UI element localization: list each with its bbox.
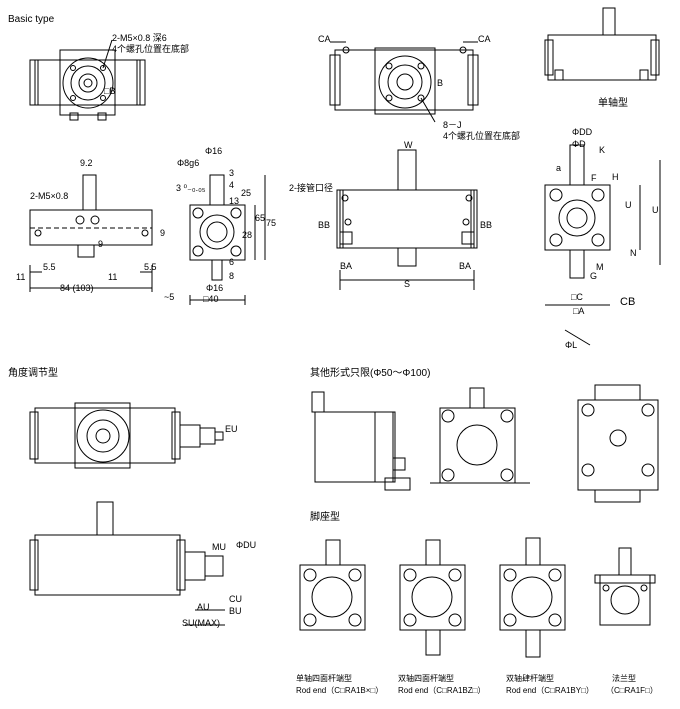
label-phi-du: ΦDU	[236, 540, 257, 550]
label-screw-note-2: 4个螺孔位置在底部	[112, 44, 190, 54]
foot-caption-1-line1: 单轴四面杆端型	[296, 674, 352, 683]
foot-caption-1-line2: Rod end（C□RA1B×□）	[296, 686, 384, 695]
label-dim-75: 75	[266, 218, 277, 228]
label-dim-9: 9	[98, 239, 104, 249]
foot-caption-2-line1: 双轴四面杆端型	[398, 674, 454, 683]
foot-view-4	[594, 547, 656, 626]
header-angle-adjust: 角度调节型	[8, 368, 58, 379]
main-top-view	[329, 41, 479, 123]
foot-view-3	[499, 537, 566, 658]
other-front-view	[430, 387, 530, 484]
basic-top-view	[29, 39, 146, 121]
label-dim-phi16-top: Φ16	[205, 146, 223, 156]
label-dim-phi16-bot: Φ16	[206, 283, 224, 293]
label-dim-4: 4	[229, 180, 235, 190]
label-dim-40: □40	[203, 294, 219, 304]
label-b: B	[437, 78, 444, 88]
label-m5-side: 2-M5×0.8	[30, 191, 69, 201]
label-dim-11-right: 11	[108, 272, 118, 282]
label-bb-left: BB	[318, 220, 331, 230]
label-dim-5-5-right: 5.5	[144, 262, 157, 272]
label-c: □C	[571, 292, 583, 302]
other-side-view	[311, 391, 411, 491]
header-foot-type: 脚座型	[310, 512, 340, 523]
label-au: AU	[197, 602, 210, 612]
label-f: F	[591, 173, 597, 183]
angle-top-view	[29, 402, 224, 469]
foot-caption-4-line1: 法兰型	[612, 674, 636, 683]
label-dim-13: 13	[229, 196, 240, 206]
label-ba-left: BA	[340, 261, 353, 271]
header-other-forms: 其他形式只限(Φ50～Φ100)	[310, 368, 431, 379]
foot-caption-2-line2: Rod end（C□RA1BZ□）	[398, 686, 486, 695]
label-n: N	[630, 248, 637, 258]
label-ca-right: CA	[478, 34, 491, 44]
label-a: a	[556, 163, 562, 173]
label-screw-note-1: 2-M5×0.8 深6	[112, 33, 167, 43]
label-dim-11-left: 11	[16, 272, 26, 282]
label-dim-8: 8	[229, 271, 235, 281]
label-phi-d: ΦD	[572, 139, 586, 149]
label-g: G	[590, 271, 598, 281]
label-dim-9-side: 9	[160, 228, 166, 238]
foot-view-1	[299, 539, 366, 631]
label-8-j-note: 4个螺孔位置在底部	[443, 131, 521, 141]
main-side-view	[336, 149, 478, 290]
label-dim-3-tol: 3 ⁰₋₀.₀₅	[176, 183, 206, 193]
label-port: 2-接管口径	[289, 183, 334, 193]
label-ca-left: CA	[318, 34, 331, 44]
foot-caption-3-line1: 双轴肆杆端型	[506, 674, 554, 683]
label-dim-84: 84 (103)	[60, 283, 94, 293]
single-shaft-top	[544, 7, 660, 81]
label-dim-25: 25	[241, 188, 252, 198]
label-w: W	[404, 140, 413, 150]
label-eu: EU	[225, 424, 238, 434]
label-dim-phi8: Φ8g6	[177, 158, 200, 168]
label-phi-l: ΦL	[565, 340, 578, 350]
label-u-outer: U	[652, 205, 659, 215]
label-cb: CB	[620, 296, 636, 308]
header-single-shaft: 单轴型	[598, 98, 628, 109]
header-basic-type: Basic type	[8, 14, 55, 25]
label-h: H	[612, 172, 619, 182]
label-dim-65: 65	[255, 213, 266, 223]
foot-caption-3-line2: Rod end（C□RA1BY□）	[506, 686, 594, 695]
label-dim-5-5-left: 5.5	[43, 262, 56, 272]
label-mu: MU	[212, 542, 226, 552]
basic-front-view	[189, 174, 266, 305]
label-a-square: □A	[573, 306, 585, 316]
label-su: SU(MAX)	[182, 618, 220, 628]
angle-side-view	[29, 501, 225, 626]
label-dim-9-2: 9.2	[80, 158, 93, 168]
label-u-inner: U	[625, 200, 632, 210]
label-bu: BU	[229, 606, 242, 616]
label-dim-28: 28	[242, 230, 253, 240]
label-8-j: 8－J	[443, 120, 462, 130]
basic-side-view	[29, 174, 153, 292]
label-square-b: □B	[104, 86, 116, 96]
label-dim-6: 6	[229, 257, 235, 267]
label-bb-right: BB	[480, 220, 493, 230]
label-s: S	[404, 279, 411, 289]
label-m: M	[596, 262, 604, 272]
other-flange-view	[577, 384, 659, 503]
label-dim-5: ~5	[164, 292, 175, 302]
label-ba-right: BA	[459, 261, 472, 271]
foot-caption-4-line2: （C□RA1F□）	[606, 686, 658, 695]
foot-view-2	[399, 539, 466, 656]
label-dim-3: 3	[229, 168, 235, 178]
single-shaft-front	[544, 144, 661, 346]
label-cu: CU	[229, 594, 242, 604]
label-k: K	[599, 145, 606, 155]
label-phi-dd: ΦDD	[572, 127, 593, 137]
